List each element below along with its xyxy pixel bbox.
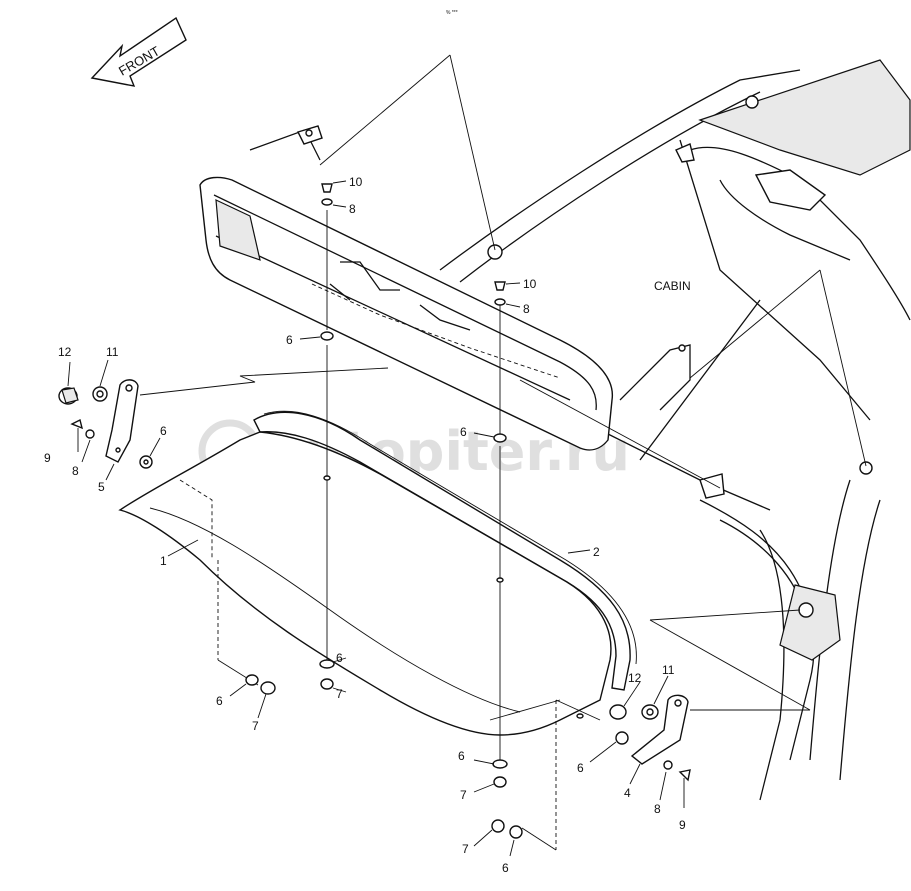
label-6-c: 6 xyxy=(160,424,167,438)
label-6-f: 6 xyxy=(458,749,465,763)
label-8-c: 8 xyxy=(72,464,79,478)
label-7-b: 7 xyxy=(252,719,259,733)
label-10-a: 10 xyxy=(349,175,363,189)
label-6-d: 6 xyxy=(336,651,343,665)
label-9-a: 9 xyxy=(44,451,51,465)
label-8-b: 8 xyxy=(523,302,530,316)
cabin-label: CABIN xyxy=(654,279,691,293)
label-6-h: 6 xyxy=(577,761,584,775)
label-9-b: 9 xyxy=(679,818,686,832)
corner-mark: % *** xyxy=(446,10,458,16)
callout-leaders xyxy=(67,180,685,857)
label-8-a: 8 xyxy=(349,202,356,216)
label-4: 4 xyxy=(624,786,631,800)
label-11-b: 11 xyxy=(662,663,675,677)
cabin-roof: CABIN xyxy=(439,59,911,801)
label-6-b: 6 xyxy=(460,425,467,439)
label-6-g: 6 xyxy=(502,861,509,875)
fasteners xyxy=(245,183,523,839)
label-10-b: 10 xyxy=(523,277,537,291)
upper-housing xyxy=(199,125,691,451)
label-8-d: 8 xyxy=(654,802,661,816)
label-11-a: 11 xyxy=(106,345,119,359)
callout-labels: 10 8 6 10 8 6 12 11 6 9 8 5 1 2 6 7 6 7 … xyxy=(44,175,686,875)
front-arrow: FRONT xyxy=(90,16,187,87)
label-12-a: 12 xyxy=(58,345,72,359)
right-bracket-assembly xyxy=(576,694,691,782)
left-bracket-assembly xyxy=(58,379,153,469)
label-5: 5 xyxy=(98,480,105,494)
part-1-cover xyxy=(118,431,612,736)
label-7-a: 7 xyxy=(336,687,343,701)
label-12-b: 12 xyxy=(628,671,642,685)
label-6-e: 6 xyxy=(216,694,223,708)
label-6-a: 6 xyxy=(286,333,293,347)
label-1: 1 xyxy=(160,554,167,568)
leader-lines xyxy=(139,54,867,851)
label-7-d: 7 xyxy=(462,842,469,856)
label-7-c: 7 xyxy=(460,788,467,802)
label-2: 2 xyxy=(593,545,600,559)
